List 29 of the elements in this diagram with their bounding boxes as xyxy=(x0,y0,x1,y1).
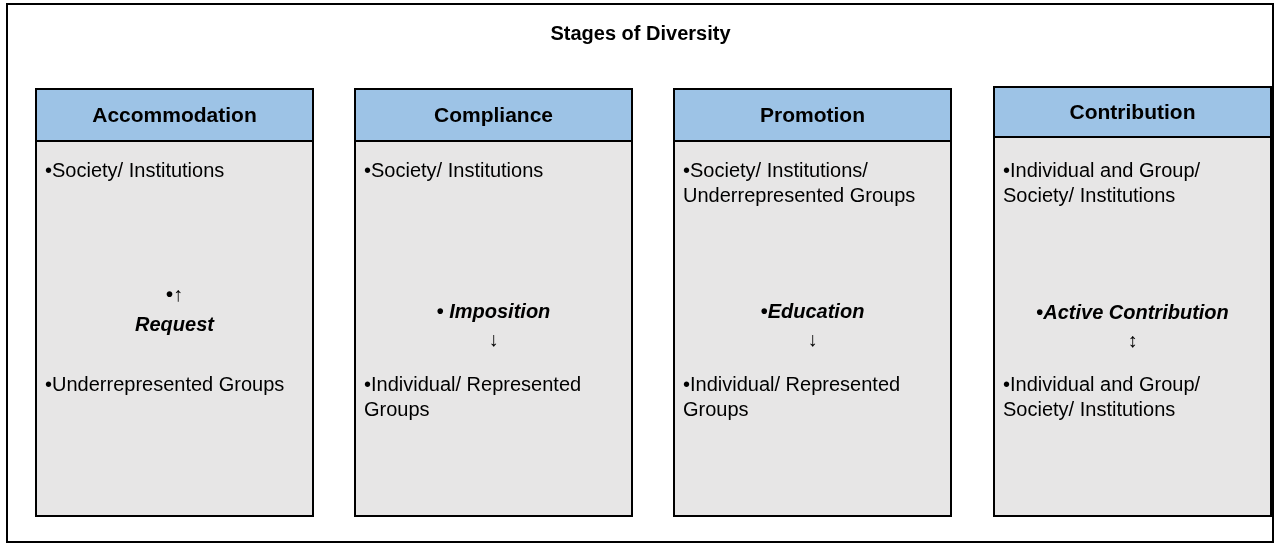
stage-title: Accommodation xyxy=(92,103,257,127)
diagram-title: Stages of Diversity xyxy=(549,22,732,45)
flow-text: ↕ xyxy=(1126,328,1139,353)
bullet-text: •Individual/ Represented Groups xyxy=(364,372,583,422)
bullet-text: •Society/ Institutions xyxy=(45,158,226,183)
stage-content-box xyxy=(993,136,1272,517)
flow-text: Request xyxy=(134,312,216,337)
bullet-text: •Society/ Institutions/ Underrepresented Groups xyxy=(683,158,917,208)
flow-text: ↓ xyxy=(487,327,500,352)
stage-title: Contribution xyxy=(1069,100,1196,124)
flow-text: •Active Contribution xyxy=(1035,300,1230,325)
bullet-text: •Individual/ Represented Groups xyxy=(683,372,902,422)
stage-title: Compliance xyxy=(434,103,553,127)
stage-content-box xyxy=(35,140,314,517)
flow-text: ↓ xyxy=(806,327,819,352)
stage-content-box xyxy=(673,140,952,517)
bullet-text: •Underrepresented Groups xyxy=(45,372,286,397)
stage-header-box xyxy=(673,88,952,142)
bullet-text: •Individual and Group/ Society/ Institutions xyxy=(1003,158,1202,208)
flow-text: • Imposition xyxy=(435,299,552,324)
stage-content-box xyxy=(354,140,633,517)
flow-text: •↑ xyxy=(165,282,184,307)
bullet-text: •Society/ Institutions xyxy=(364,158,545,183)
stage-title: Promotion xyxy=(760,103,865,127)
stage-header-box xyxy=(993,86,1272,138)
stage-header-box xyxy=(35,88,314,142)
flow-text: •Education xyxy=(759,299,866,324)
bullet-text: •Individual and Group/ Society/ Institutions xyxy=(1003,372,1202,422)
stage-header-box xyxy=(354,88,633,142)
